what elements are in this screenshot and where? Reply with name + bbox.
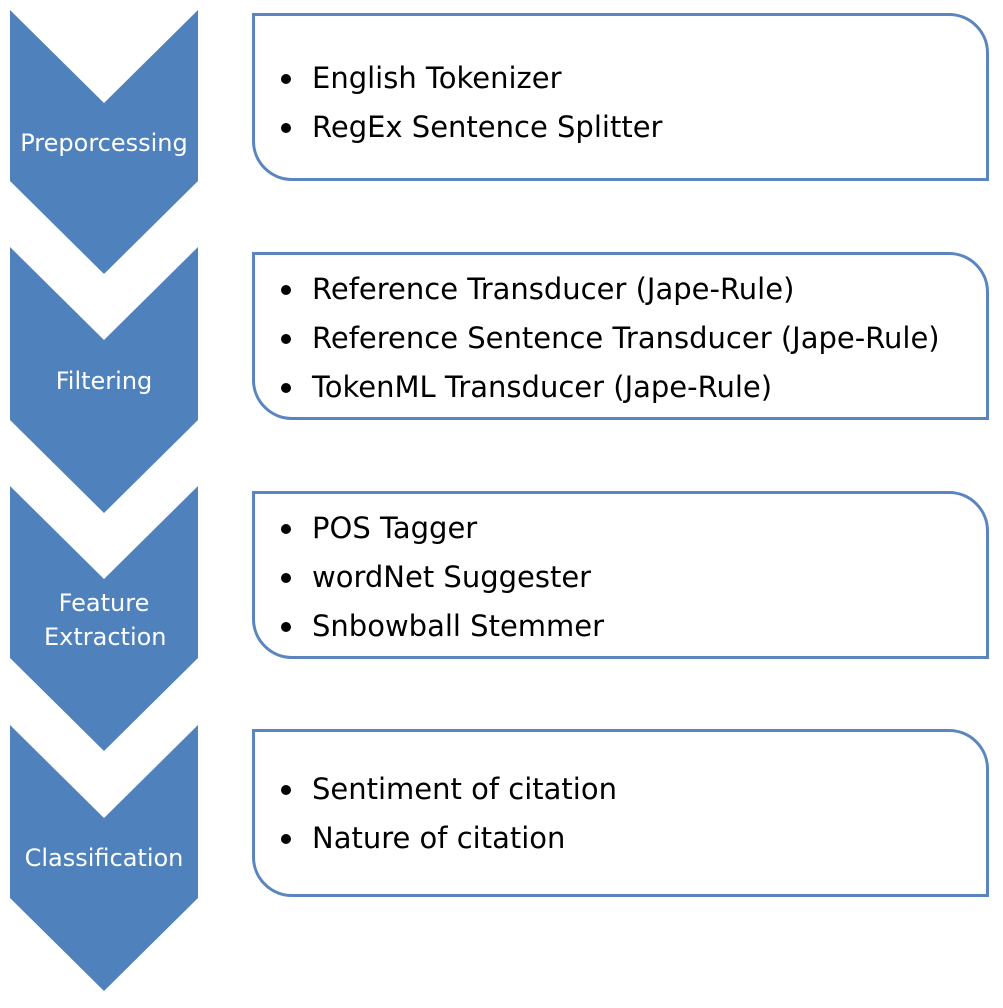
list-item: Snbowball Stemmer [255,602,986,651]
list-item: wordNet Suggester [255,553,986,602]
chevron-preprocessing [10,10,198,274]
list-item: Nature of citation [255,814,986,863]
stage-label-preprocessing: Preporcessing [20,129,188,157]
list-item: Sentiment of citation [255,765,986,814]
stage-box-classification: Sentiment of citation Nature of citation [252,729,989,897]
chevron-filtering [10,247,198,513]
list-item: TokenML Transducer (Jape-Rule) [255,363,986,412]
stage-box-filtering: Reference Transducer (Jape-Rule) Referen… [252,252,989,420]
list-item: RegEx Sentence Splitter [255,103,986,152]
list-item: POS Tagger [255,504,986,553]
list-item: English Tokenizer [255,54,986,103]
stage-label-feature-extraction: Feature Extraction [44,589,167,651]
chevron-feature-extraction [10,486,198,751]
item-list: Sentiment of citation Nature of citation [255,732,986,863]
stage-box-feature-extraction: POS Tagger wordNet Suggester Snbowball S… [252,491,989,659]
stage-label-filtering: Filtering [55,367,153,395]
list-item: Reference Sentence Transducer (Jape-Rule… [255,314,986,363]
item-list: POS Tagger wordNet Suggester Snbowball S… [255,494,986,651]
chevron-classification [10,725,198,991]
stage-box-preprocessing: English Tokenizer RegEx Sentence Splitte… [252,13,989,181]
item-list: Reference Transducer (Jape-Rule) Referen… [255,255,986,412]
list-item: Reference Transducer (Jape-Rule) [255,265,986,314]
item-list: English Tokenizer RegEx Sentence Splitte… [255,16,986,152]
stage-label-classification: Classification [24,844,184,872]
